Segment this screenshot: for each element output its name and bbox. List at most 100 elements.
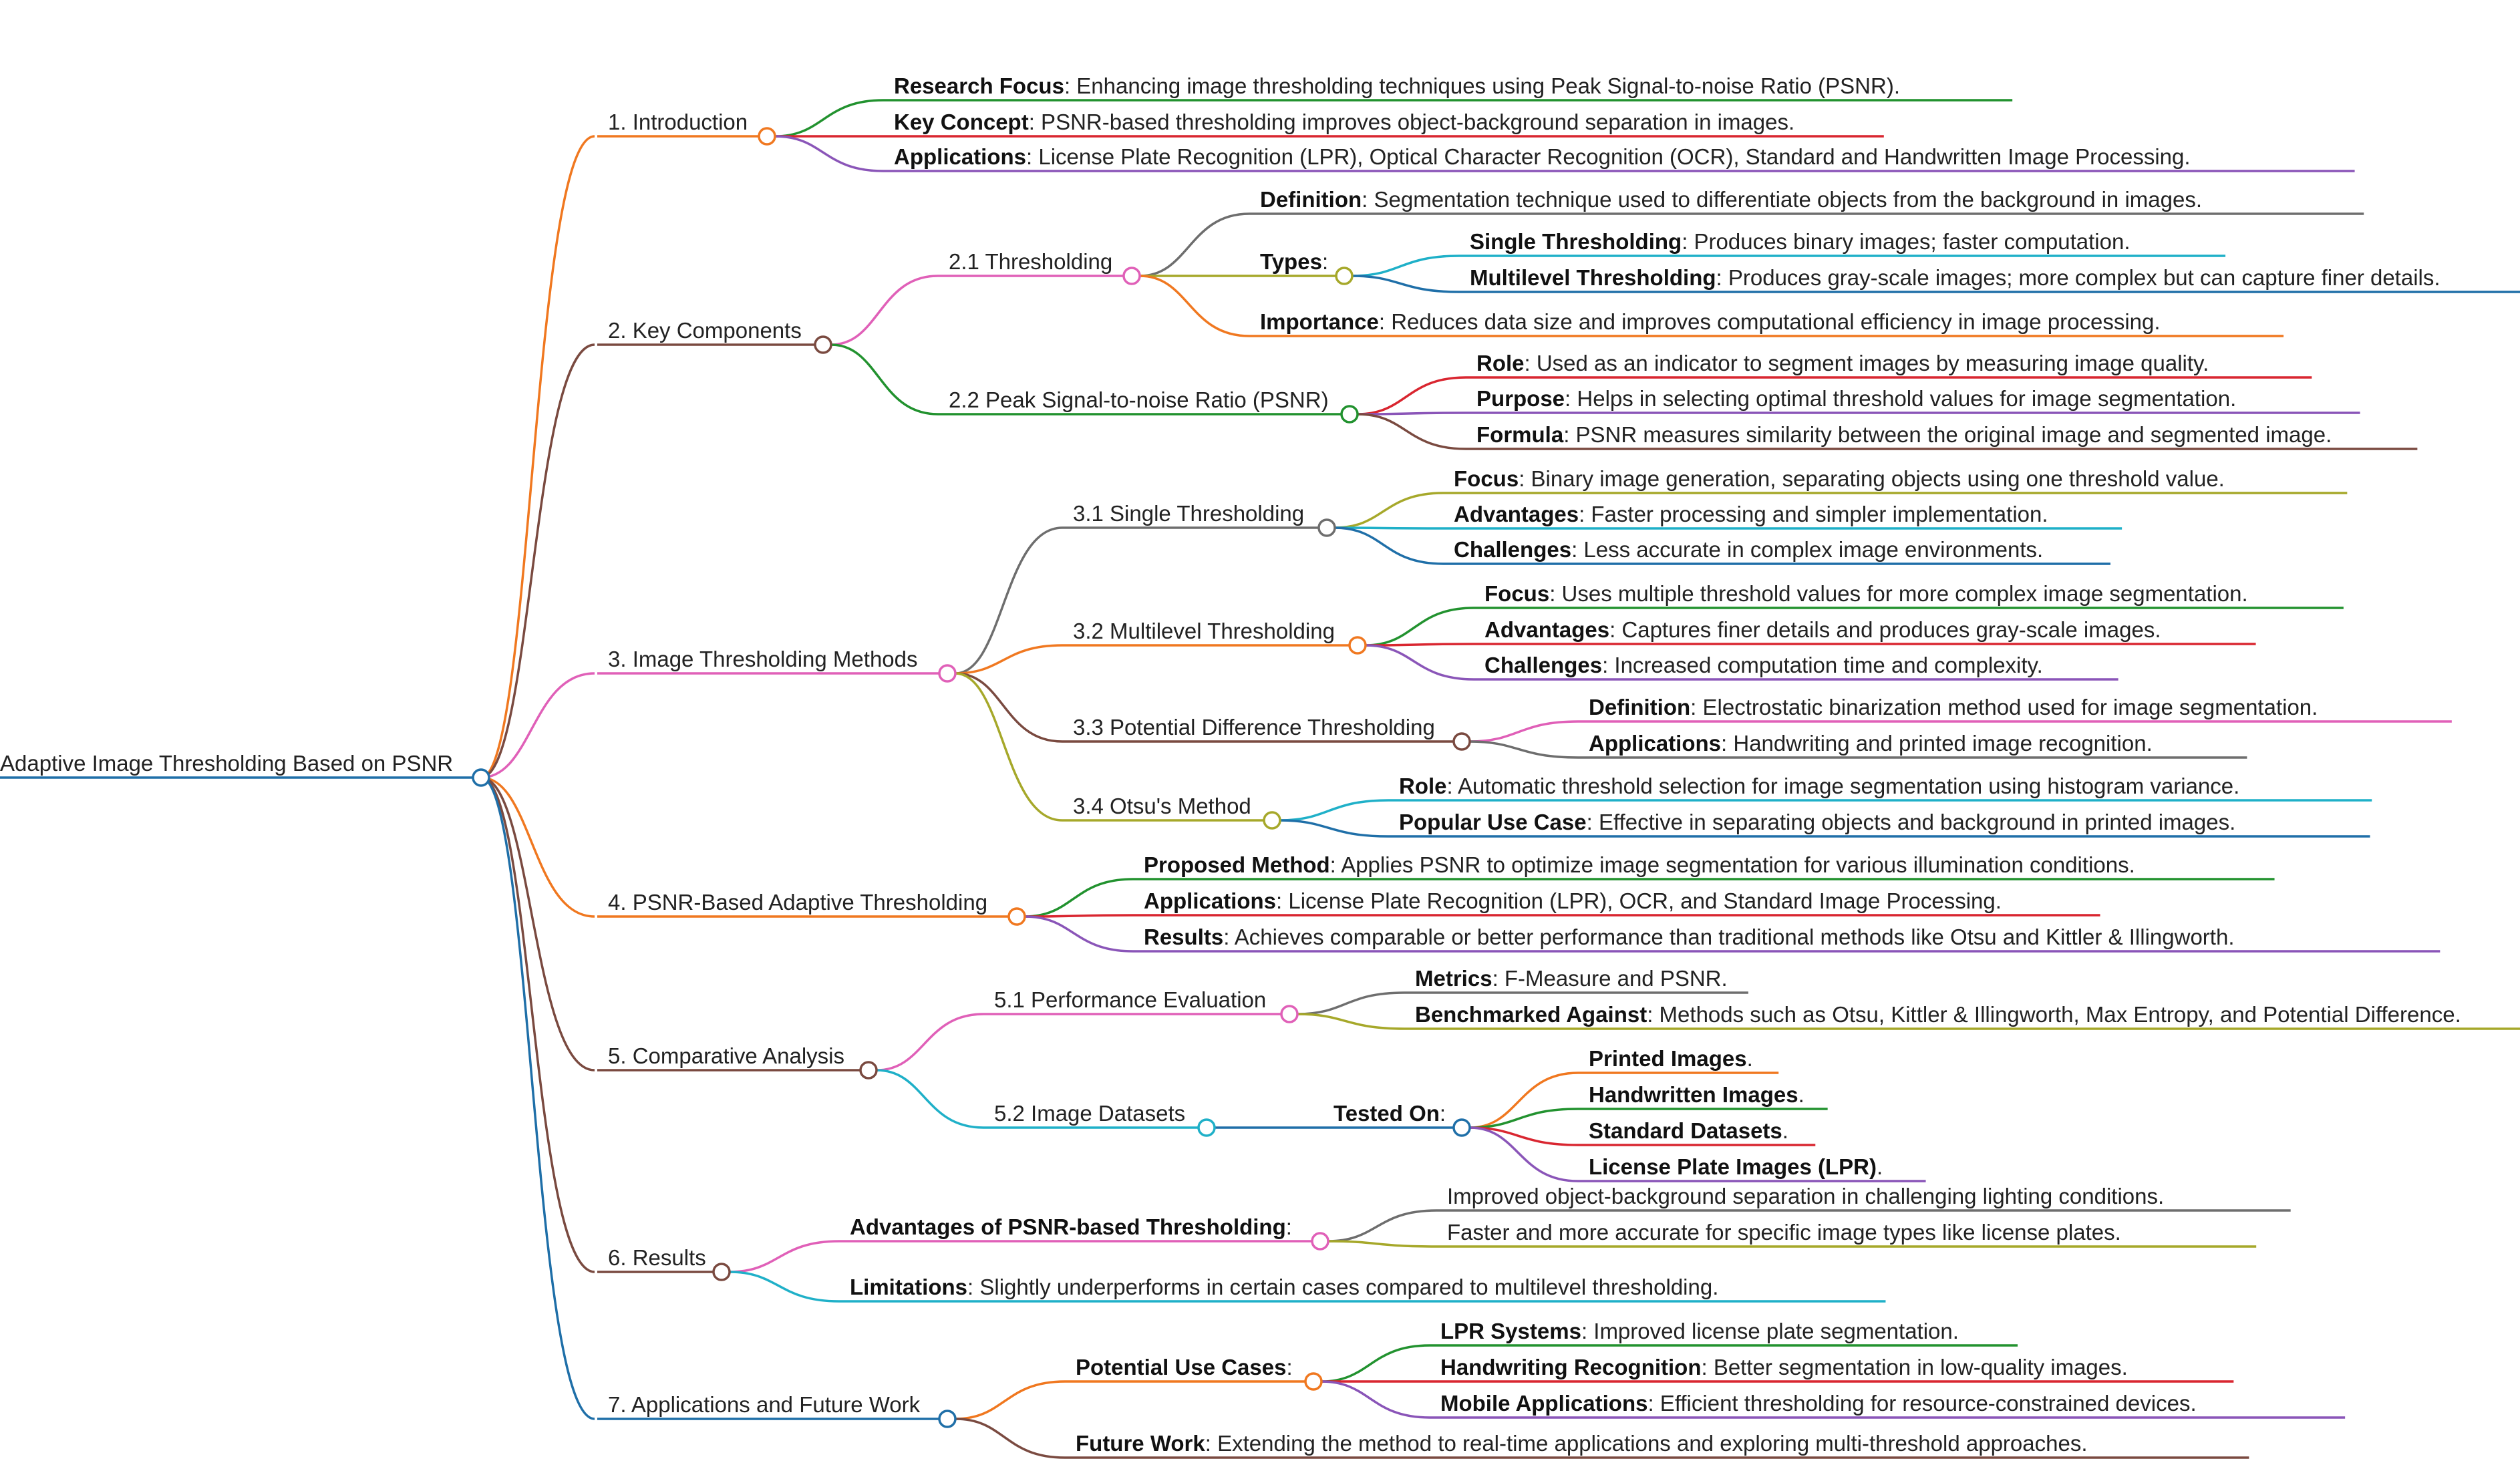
label-text: :	[1286, 1355, 1292, 1379]
leaf-advantage-1: Faster and more accurate for specific im…	[1447, 1220, 2121, 1245]
leaf-multilevel-thresholding-2: Challenges: Increased computation time a…	[1484, 653, 2043, 677]
subsection-potential-difference: 3.3 Potential Difference Thresholding	[1073, 715, 1435, 740]
node-datasets[interactable]	[1197, 1118, 1216, 1137]
leaf-introduction-2: Applications: License Plate Recognition …	[894, 144, 2191, 169]
label-text: 5.1 Performance Evaluation	[994, 987, 1266, 1012]
label-text: 2. Key Components	[608, 318, 802, 343]
node-key-components[interactable]	[814, 335, 832, 354]
section-introduction: 1. Introduction	[608, 110, 748, 134]
leaf-psnr-1: Purpose: Helps in selecting optimal thre…	[1476, 386, 2236, 411]
connector-line	[1357, 412, 1466, 416]
label-key: Tested On	[1333, 1101, 1440, 1126]
node-single-thresholding[interactable]	[1317, 518, 1336, 537]
node-psnr-adaptive[interactable]	[1007, 907, 1026, 926]
node-otsu-method[interactable]	[1263, 811, 1281, 830]
node-performance[interactable]	[1280, 1005, 1299, 1023]
node-use-cases-circle[interactable]	[1304, 1372, 1323, 1391]
label-key: Advantages	[1484, 617, 1609, 642]
node-potential-difference[interactable]	[1452, 732, 1471, 751]
label-key: Formula	[1476, 422, 1564, 447]
leaf-single-thresholding-0: Focus: Binary image generation, separati…	[1454, 466, 2225, 491]
label-key: Key Concept	[894, 110, 1029, 134]
label-key: Multilevel Thresholding	[1470, 265, 1716, 290]
leaf-psnr-adaptive-0: Proposed Method: Applies PSNR to optimiz…	[1144, 852, 2135, 877]
connector-line	[1352, 255, 1460, 277]
node-methods[interactable]	[938, 664, 957, 683]
node-introduction[interactable]	[758, 127, 776, 146]
label-key: Role	[1476, 351, 1525, 375]
connector-line	[1469, 1108, 1579, 1129]
connector-line	[480, 776, 595, 1273]
node-advantages-circle[interactable]	[1311, 1232, 1329, 1251]
subsection-multilevel-thresholding: 3.2 Multilevel Thresholding	[1073, 619, 1335, 643]
label-text: 7. Applications and Future Work	[608, 1392, 921, 1417]
section-results: 6. Results	[608, 1245, 706, 1270]
label-text: : Produces gray-scale images; more compl…	[1716, 265, 2440, 290]
leaf-limitations: Limitations: Slightly underperforms in c…	[850, 1275, 1718, 1299]
label-text: : Handwriting and printed image recognit…	[1721, 731, 2153, 756]
label-key: Potential Use Cases	[1076, 1355, 1286, 1379]
connector-line	[480, 776, 595, 918]
label-text: : Faster processing and simpler implemen…	[1579, 502, 2048, 526]
label-key: Results	[1144, 925, 1223, 949]
label-text: 5. Comparative Analysis	[608, 1043, 844, 1068]
label-text: : Captures finer details and produces gr…	[1609, 617, 2161, 642]
leaf-benchmarked: Benchmarked Against: Methods such as Ots…	[1415, 1002, 2461, 1027]
leaf-psnr-adaptive-1: Applications: License Plate Recognition …	[1144, 888, 2002, 913]
label-key: Challenges	[1454, 537, 1571, 562]
label-key: Focus	[1454, 466, 1519, 491]
section-methods: 3. Image Thresholding Methods	[608, 647, 918, 671]
leaf-psnr-adaptive-2: Results: Achieves comparable or better p…	[1144, 925, 2234, 949]
label-key: Limitations	[850, 1275, 967, 1299]
node-multilevel-thresholding[interactable]	[1348, 636, 1367, 655]
label-text: Improved object-background separation in…	[1447, 1184, 2164, 1208]
connector-line	[1321, 1344, 1430, 1383]
label-text: 3.2 Multilevel Thresholding	[1073, 619, 1335, 643]
label-text: : Increased computation time and complex…	[1602, 653, 2043, 677]
connector-line	[955, 1380, 1066, 1420]
label-key: Challenges	[1484, 653, 1602, 677]
connector-line	[1357, 376, 1466, 416]
node-comparative[interactable]	[859, 1061, 878, 1080]
connector-line	[1334, 526, 1444, 565]
label-key: Applications	[1589, 731, 1721, 756]
label-key: Advantages of PSNR-based Thresholding	[850, 1214, 1286, 1239]
subsection-single-thresholding: 3.1 Single Thresholding	[1073, 501, 1304, 526]
root-node[interactable]	[472, 768, 490, 787]
label-text: 3.1 Single Thresholding	[1073, 501, 1304, 526]
leaf-psnr-0: Role: Used as an indicator to segment im…	[1476, 351, 2209, 375]
connector-line	[1321, 1380, 1430, 1419]
node-thresholding[interactable]	[1122, 267, 1141, 285]
label-text: : F-Measure and PSNR.	[1492, 966, 1728, 991]
leaf-otsu-method-1: Popular Use Case: Effective in separatin…	[1399, 810, 2235, 834]
leaf-use-case-1: Handwriting Recognition: Better segmenta…	[1440, 1355, 2128, 1379]
connector-line	[955, 672, 1063, 822]
label-key: Proposed Method	[1144, 852, 1330, 877]
leaf-definition: Definition: Segmentation technique used …	[1260, 187, 2202, 212]
label-text: 2.1 Thresholding	[949, 249, 1112, 274]
section-comparative: 5. Comparative Analysis	[608, 1043, 844, 1068]
leaf-dataset-3: License Plate Images (LPR).	[1589, 1154, 1883, 1179]
node-applications[interactable]	[938, 1410, 957, 1428]
label-text: 5.2 Image Datasets	[994, 1101, 1185, 1126]
leaf-use-case-2: Mobile Applications: Efficient threshold…	[1440, 1391, 2197, 1416]
connector-line	[1469, 1126, 1579, 1146]
connector-line	[1327, 1209, 1437, 1243]
connector-line	[1024, 878, 1134, 918]
connector-line	[1139, 275, 1250, 337]
connector-line	[480, 135, 595, 779]
label-key: LPR Systems	[1440, 1319, 1581, 1343]
connector-line	[774, 135, 884, 172]
leaf-potential-difference-1: Applications: Handwriting and printed im…	[1589, 731, 2153, 756]
label-text: 6. Results	[608, 1245, 706, 1270]
label-text: : Binary image generation, separating ob…	[1519, 466, 2225, 491]
label-key: Types	[1260, 249, 1322, 274]
label-text: : Uses multiple threshold values for mor…	[1549, 581, 2247, 606]
node-types-circle[interactable]	[1335, 267, 1354, 285]
label-text: : Slightly underperforms in certain case…	[967, 1275, 1718, 1299]
subsection-datasets: 5.2 Image Datasets	[994, 1101, 1185, 1126]
label-key: Metrics	[1415, 966, 1492, 991]
node-tested-on-circle[interactable]	[1452, 1118, 1471, 1137]
node-results[interactable]	[712, 1263, 731, 1281]
node-psnr[interactable]	[1340, 405, 1359, 424]
